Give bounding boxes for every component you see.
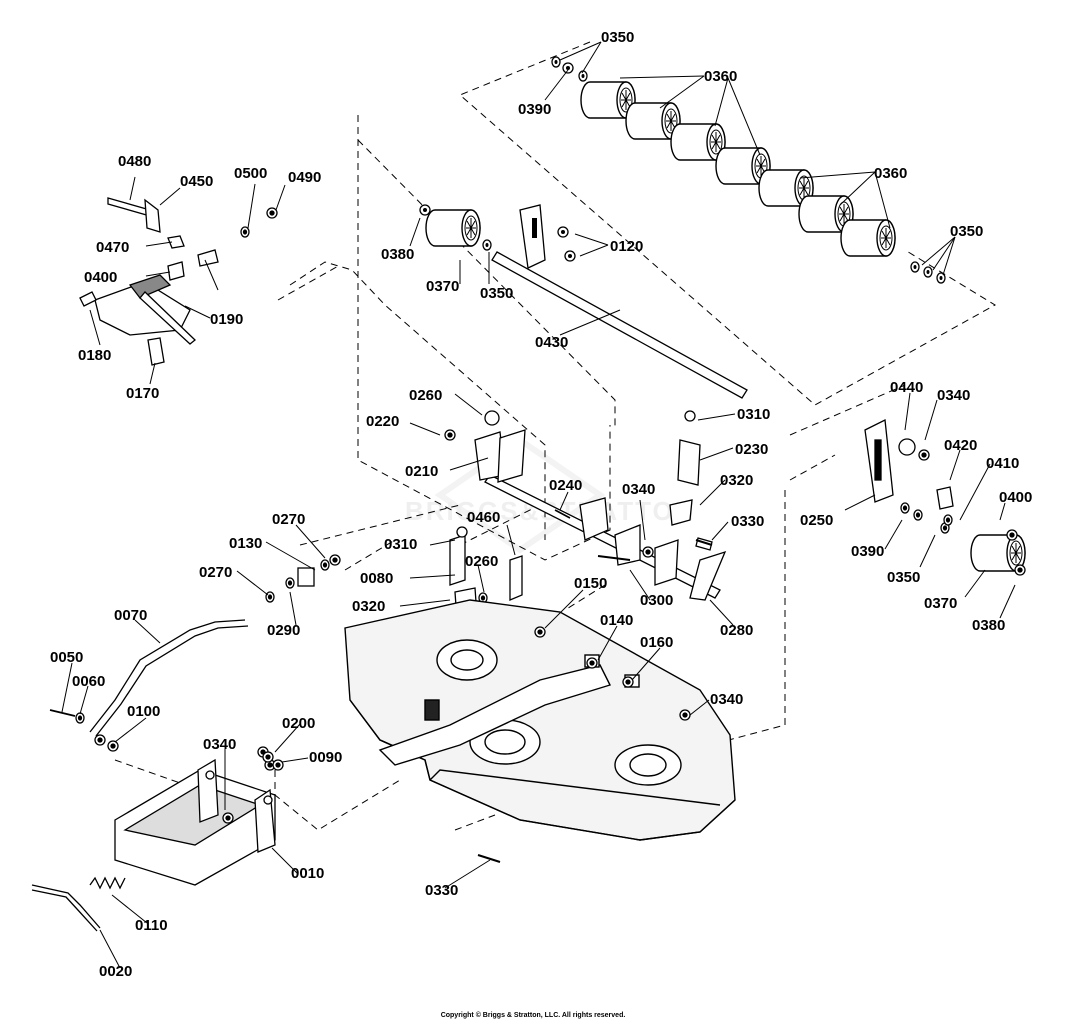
label-0500: 0500 <box>234 165 267 182</box>
label-0230: 0230 <box>735 441 768 458</box>
label-0480: 0480 <box>118 153 151 170</box>
label-0430: 0430 <box>535 334 568 351</box>
bracket-0450-assembly <box>79 197 278 366</box>
label-0100: 0100 <box>127 703 160 720</box>
label-0270-b: 0270 <box>199 564 232 581</box>
label-0210: 0210 <box>405 463 438 480</box>
label-0150: 0150 <box>574 575 607 592</box>
label-0140: 0140 <box>600 612 633 629</box>
label-0420: 0420 <box>944 437 977 454</box>
label-0060: 0060 <box>72 673 105 690</box>
label-0370-b: 0370 <box>924 595 957 612</box>
bracket-0250-assembly <box>864 418 1026 576</box>
label-0340-d: 0340 <box>203 736 236 753</box>
label-0450: 0450 <box>180 173 213 190</box>
label-0290: 0290 <box>267 622 300 639</box>
part-labels: 0350 0390 0360 0360 0350 0480 0450 0500 … <box>50 29 1032 980</box>
label-0390-b: 0390 <box>851 543 884 560</box>
label-0130: 0130 <box>229 535 262 552</box>
label-0470: 0470 <box>96 239 129 256</box>
label-0330-b: 0330 <box>425 882 458 899</box>
link-rod-0070 <box>49 554 341 746</box>
label-0350-c: 0350 <box>480 285 513 302</box>
label-0070: 0070 <box>114 607 147 624</box>
spring-0110-rod-0020 <box>31 876 126 932</box>
label-0090: 0090 <box>309 749 342 766</box>
label-0390-a: 0390 <box>518 101 551 118</box>
label-0340-a: 0340 <box>622 481 655 498</box>
label-0350-b: 0350 <box>950 223 983 240</box>
label-0180: 0180 <box>78 347 111 364</box>
label-0350-a: 0350 <box>601 29 634 46</box>
label-0360-b: 0360 <box>874 165 907 182</box>
roller-0360-group <box>580 81 896 257</box>
label-0310-b: 0310 <box>384 536 417 553</box>
shaft-0430 <box>491 204 748 399</box>
label-0110: 0110 <box>135 917 168 934</box>
label-0370-a: 0370 <box>426 278 459 295</box>
label-0330-a: 0330 <box>731 513 764 530</box>
label-0080: 0080 <box>360 570 393 587</box>
label-0240: 0240 <box>549 477 582 494</box>
label-0490: 0490 <box>288 169 321 186</box>
label-0280: 0280 <box>720 622 753 639</box>
label-0010: 0010 <box>291 865 324 882</box>
label-0410: 0410 <box>986 455 1019 472</box>
label-0220: 0220 <box>366 413 399 430</box>
label-0360-a: 0360 <box>704 68 737 85</box>
label-0260-a: 0260 <box>409 387 442 404</box>
label-0120: 0120 <box>610 238 643 255</box>
label-0460: 0460 <box>467 509 500 526</box>
label-0340-c: 0340 <box>710 691 743 708</box>
label-0300: 0300 <box>640 592 673 609</box>
label-0380-b: 0380 <box>972 617 1005 634</box>
copyright-text: Copyright © Briggs & Stratton, LLC. All … <box>440 1012 626 1019</box>
label-0320-a: 0320 <box>720 472 753 489</box>
label-0160: 0160 <box>640 634 673 651</box>
label-0170: 0170 <box>126 385 159 402</box>
label-0350-d: 0350 <box>887 569 920 586</box>
label-0050: 0050 <box>50 649 83 666</box>
bracket-0230 <box>597 410 713 561</box>
label-0320-b: 0320 <box>352 598 385 615</box>
leader-lines <box>61 41 1016 969</box>
label-0260-b: 0260 <box>465 553 498 570</box>
label-0200: 0200 <box>282 715 315 732</box>
label-0250: 0250 <box>800 512 833 529</box>
label-0400-a: 0400 <box>84 269 117 286</box>
label-0400-b: 0400 <box>999 489 1032 506</box>
label-0340-b: 0340 <box>937 387 970 404</box>
label-0310-a: 0310 <box>737 406 770 423</box>
label-0440: 0440 <box>890 379 923 396</box>
mower-deck <box>344 599 736 841</box>
hitch-bracket-0010 <box>114 746 276 886</box>
lift-shaft-0210 <box>444 410 727 601</box>
hardware-bolts <box>107 539 713 863</box>
label-0190: 0190 <box>210 311 243 328</box>
label-0380-a: 0380 <box>381 246 414 263</box>
label-0020: 0020 <box>99 963 132 980</box>
label-0270-a: 0270 <box>272 511 305 528</box>
